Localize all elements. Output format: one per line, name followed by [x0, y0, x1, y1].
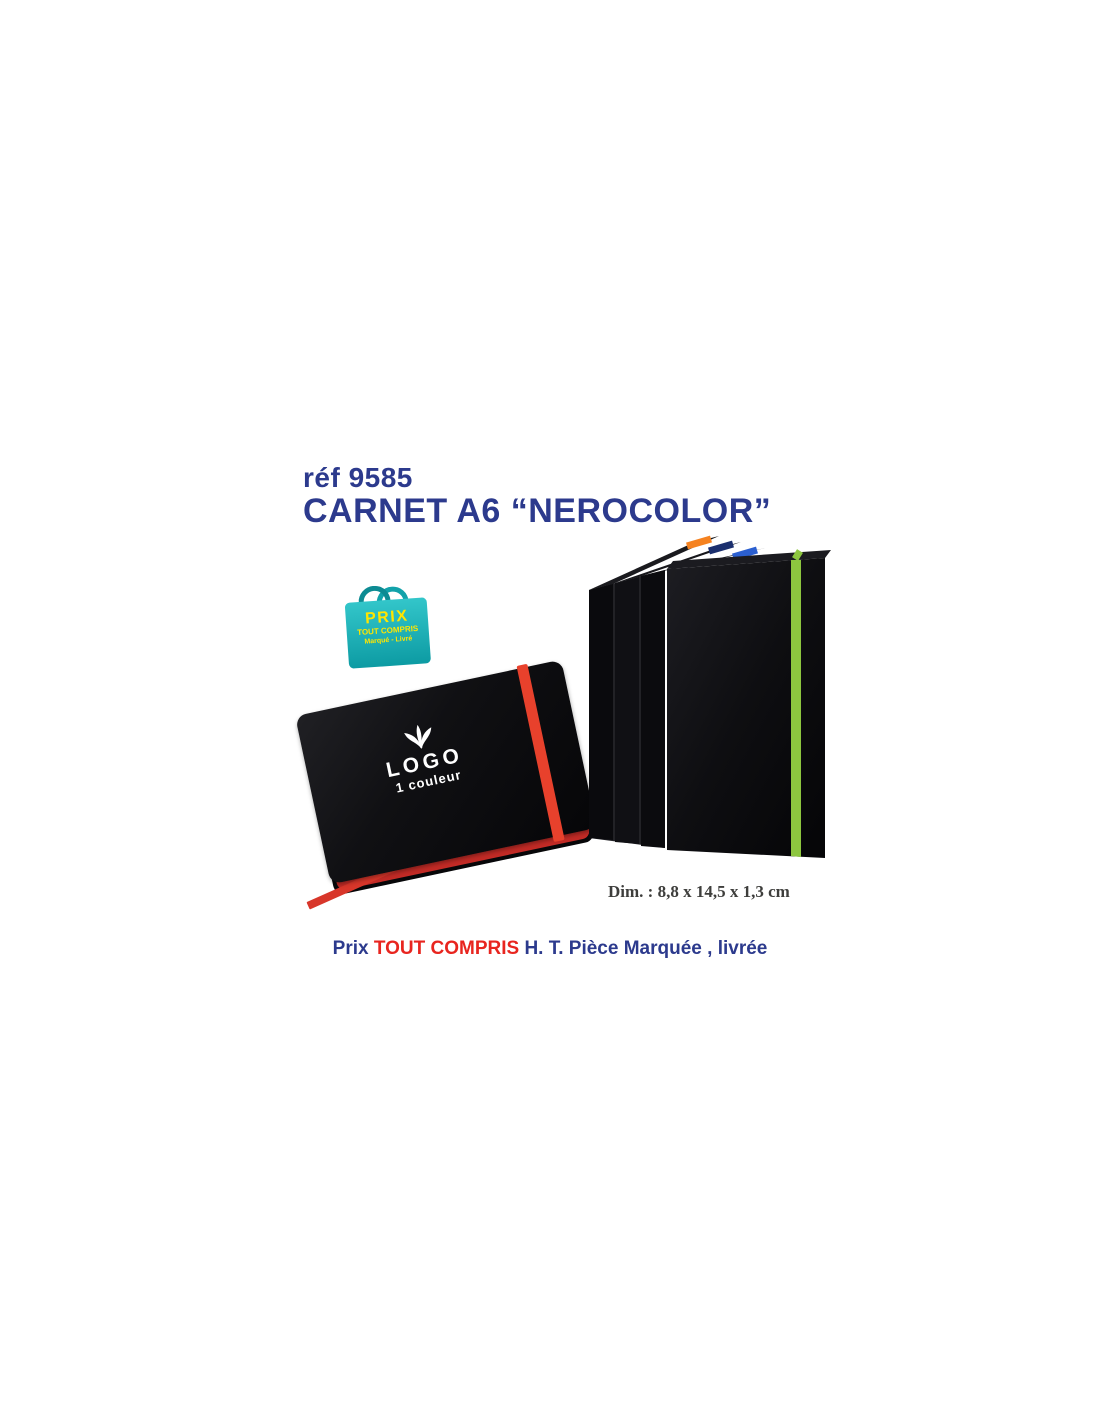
stack-book4-elastic-green: [791, 560, 801, 857]
stack-book4-front-cover: [667, 558, 825, 858]
notebook-logo: LOGO 1 couleur: [353, 712, 494, 803]
stack-book4-top: [667, 550, 831, 569]
stack-book3-spine: [641, 570, 665, 848]
stack-book4-elastic-loop: [792, 549, 803, 561]
footer-price-line: Prix TOUT COMPRIS H. T. Pièce Marquée , …: [0, 938, 1100, 960]
stack-book1-top: [589, 536, 719, 590]
footer-highlight: TOUT COMPRIS: [373, 938, 520, 959]
notebook-flat: LOGO 1 couleur: [295, 659, 597, 910]
footer-prefix: Prix: [332, 938, 374, 959]
price-badge: PRIX TOUT COMPRIS Marqué - Livré: [344, 584, 432, 673]
product-reference: réf 9585: [303, 462, 413, 493]
notebook-stack-image: [589, 535, 831, 858]
product-title: CARNET A6 “NEROCOLOR”: [303, 492, 772, 530]
stack-book2-spine: [615, 577, 639, 844]
stack-book1-spine: [589, 584, 613, 840]
stack-book2-elastic-navy: [708, 540, 734, 555]
leaf-logo-icon: [404, 724, 432, 749]
stack-book1-elastic-orange: [686, 535, 712, 550]
footer-suffix: H. T. Pièce Marquée , livrée: [519, 938, 768, 959]
notebook-stack: [573, 512, 843, 867]
shopping-bag-icon: PRIX TOUT COMPRIS Marqué - Livré: [344, 597, 432, 669]
dimensions-label: Dim. : 8,8 x 14,5 x 1,3 cm: [608, 882, 790, 901]
stack-book3-elastic-blue: [732, 546, 758, 561]
